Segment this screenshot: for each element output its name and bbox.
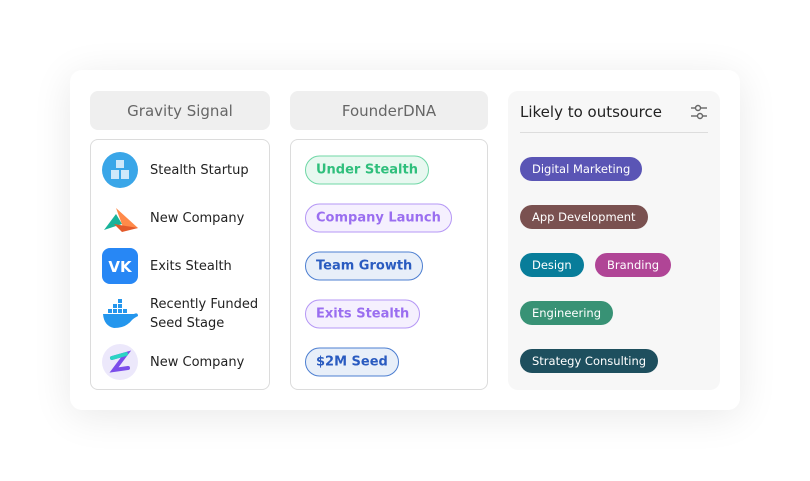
list-item[interactable]: Stealth Startup [102, 150, 249, 190]
outsource-tag[interactable]: Branding [595, 253, 672, 277]
item-label: New Company [150, 210, 245, 226]
list-item[interactable]: New Company [102, 198, 244, 238]
founder-pill[interactable]: Company Launch [305, 203, 452, 233]
founderdna-list: Under Stealth Company Launch Team Growth… [290, 139, 488, 390]
divider [520, 132, 708, 133]
item-label: Stealth Startup [150, 162, 249, 178]
outsource-title: Likely to outsource [520, 103, 662, 121]
outsource-tag[interactable]: Engineering [520, 301, 613, 325]
founder-pill[interactable]: Exits Stealth [305, 299, 421, 329]
gradient-z-logo-icon [102, 344, 138, 380]
item-label: Exits Stealth [150, 258, 232, 274]
list-item[interactable]: New Company [102, 342, 244, 382]
docker-whale-logo-icon [103, 299, 138, 328]
outsource-tag[interactable]: Strategy Consulting [520, 349, 659, 373]
outsource-panel: Likely to outsource Digital Marketing Ap… [508, 91, 720, 390]
list-item[interactable]: VK Exits Stealth [102, 246, 232, 286]
vk-logo-icon: VK [102, 248, 138, 284]
gravity-signal-list: Stealth Startup New Company VK Exits Ste… [90, 139, 270, 390]
outsource-tag[interactable]: App Development [520, 205, 648, 229]
founder-pill[interactable]: Under Stealth [305, 155, 429, 185]
founder-pill[interactable]: $2M Seed [305, 347, 399, 377]
list-item[interactable]: Recently Funded Seed Stage [102, 294, 260, 334]
svg-text:VK: VK [108, 258, 133, 276]
outsource-tag[interactable]: Design [520, 253, 584, 277]
gravity-signal-header: Gravity Signal [90, 91, 270, 130]
item-label: Recently Funded Seed Stage [150, 297, 259, 331]
item-label: New Company [150, 354, 245, 370]
founder-pill[interactable]: Team Growth [305, 251, 424, 281]
sliders-icon[interactable] [690, 103, 708, 121]
outsource-tag[interactable]: Digital Marketing [520, 157, 643, 181]
paper-plane-logo-icon [104, 208, 138, 232]
founderdna-header: FounderDNA [290, 91, 488, 130]
blocks-logo-icon [102, 152, 138, 188]
